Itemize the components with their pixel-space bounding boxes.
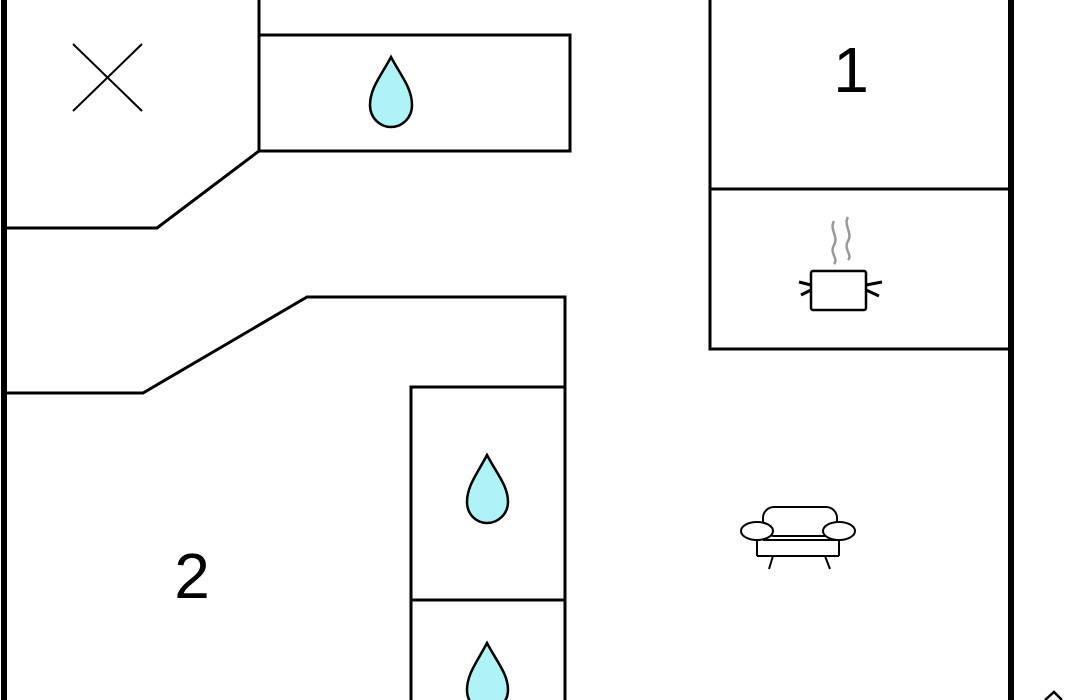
- steam-icon: [831, 216, 851, 265]
- water-drop-icon: [465, 640, 510, 700]
- cooking-pot-icon: [798, 216, 883, 312]
- sofa-icon: [740, 506, 856, 570]
- cross-icon: [72, 43, 143, 112]
- room-2-label: 2: [174, 540, 210, 612]
- water-drop-icon: [465, 452, 510, 525]
- water-drop-icon: [368, 54, 414, 129]
- void-area-wall: [4, 0, 261, 230]
- kitchen: [708, 187, 1013, 351]
- bathroom-middle: [409, 385, 567, 602]
- corner-mark: [1044, 690, 1063, 700]
- bathroom-top: [257, 33, 572, 153]
- room-1-label: 1: [833, 34, 869, 106]
